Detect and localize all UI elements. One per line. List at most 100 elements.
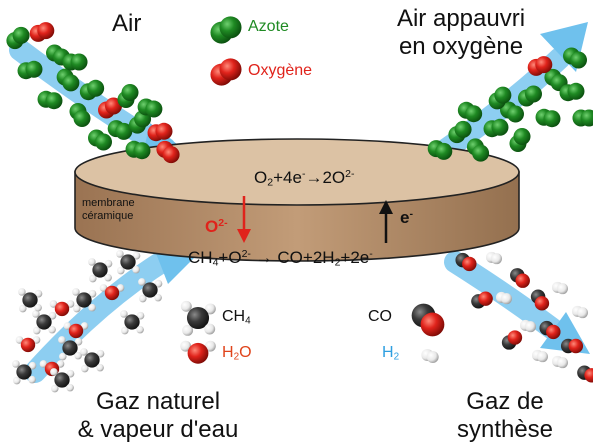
bottom-eq-b: +O bbox=[218, 248, 242, 267]
water-base: H bbox=[222, 344, 234, 361]
gas-in-methane-8 bbox=[32, 310, 57, 335]
air-out-molecule-7 bbox=[535, 108, 561, 128]
air-out-molecule-9 bbox=[544, 68, 568, 92]
membrane-label: membrane céramique bbox=[82, 197, 135, 223]
gas-in-methane-1 bbox=[88, 258, 113, 283]
methane-sub: 4 bbox=[245, 315, 251, 327]
air-in-molecule-2 bbox=[29, 22, 55, 42]
ceramic-membrane bbox=[74, 138, 520, 262]
legend-nitrogen-molecule bbox=[210, 16, 242, 44]
air-out-molecule-8 bbox=[509, 128, 531, 152]
bottom-eq-a-sub: 4 bbox=[212, 256, 219, 269]
syngas-co-14 bbox=[577, 365, 593, 383]
top-eq-b: +4e bbox=[273, 168, 302, 187]
syngas-h2-2 bbox=[485, 251, 503, 265]
air-out-molecule-2 bbox=[448, 120, 472, 144]
gas-in-water-14 bbox=[63, 322, 89, 339]
air-out-molecule-12 bbox=[563, 47, 587, 69]
molecules bbox=[6, 16, 593, 393]
air-out-molecule-14 bbox=[457, 101, 483, 123]
air-in-molecule-16 bbox=[62, 53, 88, 71]
legend-co-molecule bbox=[411, 303, 445, 337]
air-in-molecule-14 bbox=[147, 122, 173, 142]
syngas-h2-13 bbox=[551, 355, 569, 369]
legend-oxygen-molecule bbox=[210, 58, 242, 86]
top-eq-c-sup: 2- bbox=[345, 168, 355, 181]
top-eq-a: O bbox=[254, 168, 268, 187]
gas-in-methane-4 bbox=[138, 278, 163, 303]
hydrogen-base: H bbox=[382, 344, 394, 361]
gas-in-methane-15 bbox=[18, 288, 43, 313]
syngas-co-6 bbox=[530, 289, 550, 311]
syngas-co-12 bbox=[501, 330, 523, 350]
oxygen-ion-label: O2- bbox=[205, 217, 228, 237]
top-eq-c: →2O bbox=[305, 168, 346, 187]
top-eq-a-sub: 2 bbox=[267, 176, 274, 189]
bottom-eq-c: → CO+2H bbox=[250, 248, 335, 267]
air-in-molecule-18 bbox=[137, 98, 163, 118]
gas-in-methane-13 bbox=[80, 348, 105, 373]
air-out-molecule-1 bbox=[427, 140, 453, 160]
hydrogen-sub: 2 bbox=[393, 351, 400, 363]
legend-water-label: H2O bbox=[222, 344, 252, 362]
water-end: O bbox=[239, 344, 252, 361]
air-out-molecule-6 bbox=[518, 85, 542, 107]
air-in-molecule-15 bbox=[156, 140, 180, 164]
air-label: Air bbox=[112, 10, 142, 37]
gas-in-methane-7 bbox=[120, 310, 145, 335]
legend-methane-molecule bbox=[180, 300, 216, 336]
gas-in-methane-10 bbox=[58, 336, 83, 361]
syngas-h2-4 bbox=[495, 291, 513, 305]
air-out-molecule-13 bbox=[572, 109, 593, 127]
ion-base: O bbox=[205, 217, 219, 236]
air-out-molecule-15 bbox=[488, 86, 512, 110]
bottom-eq-d: +2e bbox=[340, 248, 370, 267]
bottom-reaction-equation: CH4+O2- → CO+2H2+2e- bbox=[188, 248, 373, 269]
natural-gas-line-2: & vapeur d'eau bbox=[77, 416, 239, 443]
air-out-molecule-3 bbox=[466, 138, 490, 162]
syngas-h2-15 bbox=[531, 349, 549, 363]
natural-gas-line-1: Gaz naturel bbox=[95, 388, 221, 415]
syngas-h2-9 bbox=[519, 319, 537, 333]
air-in-molecule-1 bbox=[6, 26, 30, 50]
top-reaction-equation: O2+4e-→2O2- bbox=[254, 168, 355, 189]
electron-sup: - bbox=[409, 208, 413, 221]
legend-hydrogen-label: H2 bbox=[382, 344, 399, 362]
legend-co-label: CO bbox=[368, 308, 392, 325]
syngas-co-3 bbox=[510, 268, 530, 288]
air-in-molecule-5 bbox=[56, 68, 80, 92]
gas-in-methane-5 bbox=[72, 288, 97, 313]
bottom-eq-b-sup: 2- bbox=[241, 248, 251, 261]
electron-base: e bbox=[400, 208, 410, 227]
syngas-co-1 bbox=[455, 252, 477, 272]
syngas-co-5 bbox=[471, 291, 493, 309]
bottom-eq-d-sup: - bbox=[369, 248, 373, 261]
membrane-line-1: membrane bbox=[82, 197, 135, 209]
air-in-molecule-13 bbox=[125, 140, 151, 160]
water-sub: 2 bbox=[233, 351, 240, 363]
air-out-molecule-4 bbox=[483, 118, 509, 138]
legend-water-molecule bbox=[180, 340, 216, 364]
gas-in-water-3 bbox=[99, 284, 125, 301]
air-in-molecule-7 bbox=[37, 90, 63, 110]
ion-sup: 2- bbox=[218, 217, 228, 230]
natural-gas-label: Gaz naturel & vapeur d'eau bbox=[58, 388, 258, 444]
air-in-molecule-12 bbox=[88, 129, 112, 151]
syngas-h2-11 bbox=[571, 305, 589, 319]
depleted-air-label: Air appauvri en oxygène bbox=[388, 5, 534, 61]
syngas-label: Gaz de synthèse bbox=[450, 388, 560, 444]
air-out-molecule-11 bbox=[559, 82, 585, 102]
air-in-molecule-17 bbox=[117, 84, 139, 108]
air-in-molecule-10 bbox=[107, 120, 133, 140]
syngas-co-10 bbox=[560, 338, 584, 354]
legend-methane-label: CH4 bbox=[222, 308, 251, 326]
syngas-h2-7 bbox=[551, 281, 569, 295]
gas-in-water-9 bbox=[15, 336, 41, 353]
air-in-molecule-4 bbox=[17, 60, 43, 80]
oxygen-ion-flux-arrow bbox=[237, 196, 251, 243]
air-in-molecule-9 bbox=[98, 97, 122, 119]
electron-label: e- bbox=[400, 208, 413, 228]
methane-base: CH bbox=[222, 308, 246, 325]
